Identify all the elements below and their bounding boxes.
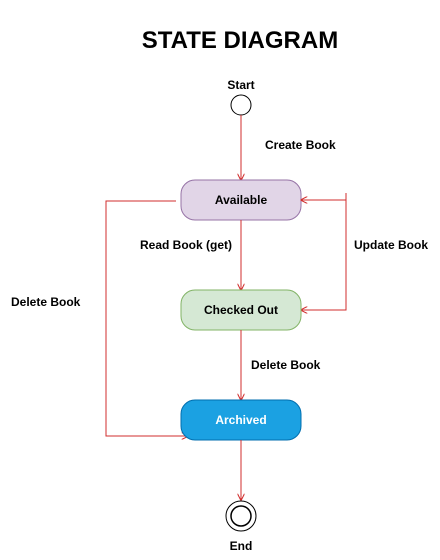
transition-create-book-label: Create Book: [265, 138, 336, 152]
transition-read-book-label: Read Book (get): [140, 238, 232, 252]
edge-update-book-loop: [301, 193, 347, 310]
transition-update-book-label: Update Book: [354, 238, 428, 252]
end-node[interactable]: [225, 500, 257, 532]
end-node-inner: [230, 505, 252, 527]
state-available-label: Available: [215, 193, 268, 207]
state-archived-label: Archived: [215, 413, 266, 427]
transition-delete-book-middle-label: Delete Book: [251, 358, 321, 372]
state-archived[interactable]: Archived: [180, 399, 302, 441]
diagram-title: STATE DIAGRAM: [142, 27, 338, 54]
state-available[interactable]: Available: [180, 179, 302, 221]
state-checked-out[interactable]: Checked Out: [180, 289, 302, 331]
start-label: Start: [227, 78, 254, 92]
edge-delete-book-left: [105, 200, 188, 436]
start-node[interactable]: [230, 94, 252, 116]
end-label: End: [230, 539, 253, 553]
state-checked-out-label: Checked Out: [204, 303, 278, 317]
transition-delete-book-left-label: Delete Book: [11, 295, 81, 309]
